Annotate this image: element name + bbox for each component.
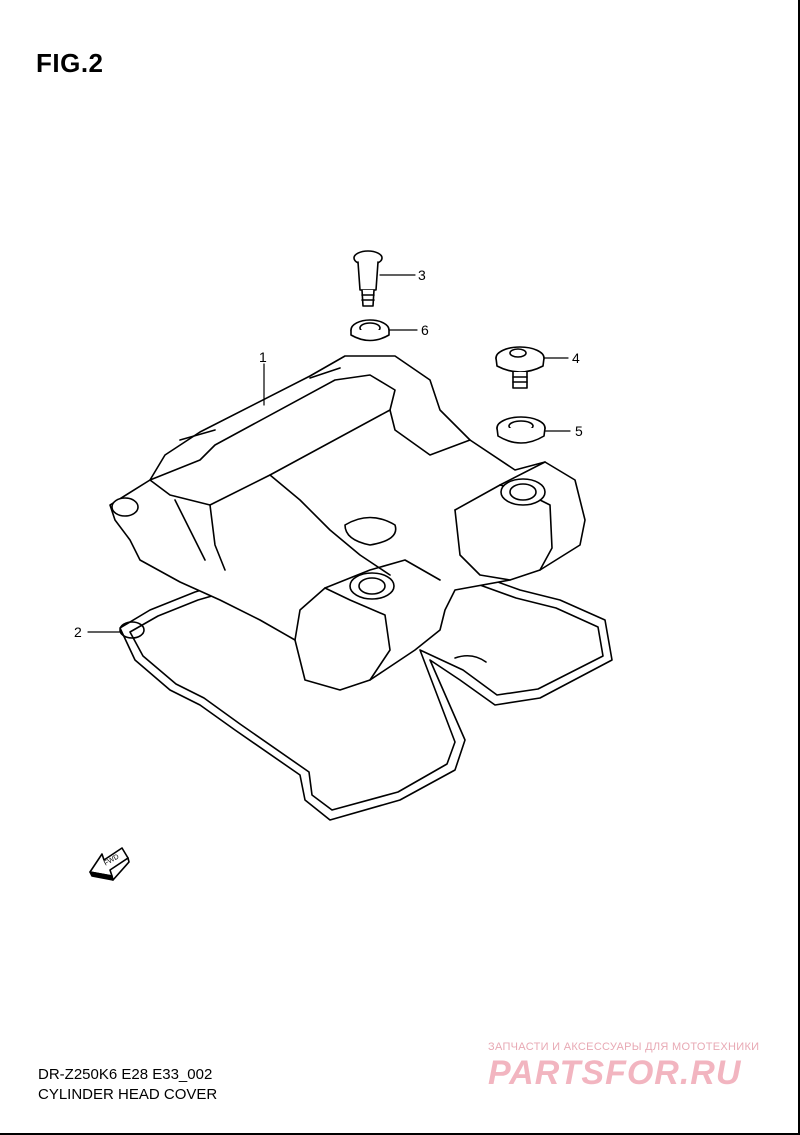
figure-title: FIG.2 — [36, 48, 104, 78]
bolt-3-drawing — [353, 250, 383, 307]
callout-4: 4 — [572, 350, 580, 366]
forward-arrow-icon — [89, 847, 130, 881]
model-code: DR-Z250K6 E28 E33_002 — [38, 1066, 213, 1083]
callout-3: 3 — [418, 267, 426, 283]
cylinder-head-cover-drawing — [109, 355, 586, 691]
frame-border-right — [798, 0, 800, 1135]
callout-2: 2 — [74, 624, 82, 640]
frame-border-bottom — [0, 1133, 800, 1135]
washer-6-drawing — [350, 319, 390, 342]
watermark-logo: PARTSFOR.RU — [488, 1054, 742, 1092]
bolt-4-drawing — [495, 346, 545, 389]
callout-6: 6 — [421, 322, 429, 338]
section-name: CYLINDER HEAD COVER — [38, 1086, 218, 1103]
callout-5: 5 — [575, 423, 583, 439]
watermark-caption: ЗАПЧАСТИ И АКСЕССУАРЫ ДЛЯ МОТОТЕХНИКИ — [488, 1041, 760, 1053]
washer-5-drawing — [496, 416, 546, 444]
callout-1: 1 — [259, 349, 267, 365]
leader-lines — [87, 274, 571, 633]
